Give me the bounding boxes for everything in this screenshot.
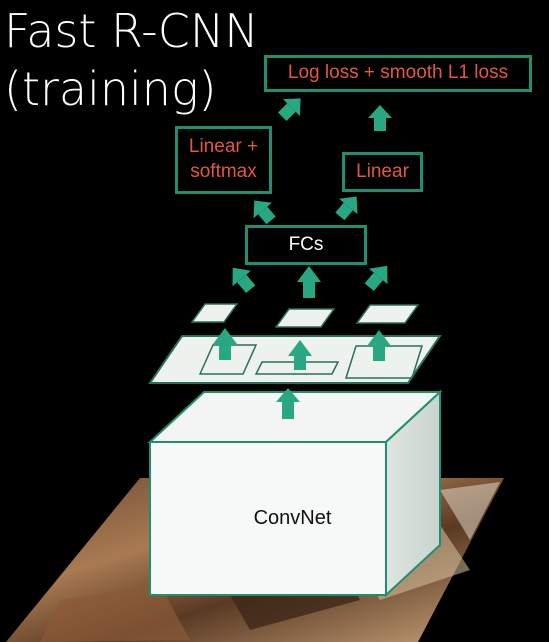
arrow-upleft-icon (253, 200, 276, 225)
arrow-up-icon (282, 402, 294, 419)
regressor-box: Linear (342, 152, 423, 192)
arrow-upleft-icon (232, 267, 256, 294)
arrow-up-icon (288, 340, 312, 356)
convnet-label: ConvNet (253, 507, 332, 529)
classifier-line-2: softmax (190, 161, 257, 182)
loss-box: Log loss + smooth L1 loss (264, 55, 532, 92)
title-line-2: (training) (4, 62, 217, 116)
arrow-up-icon (297, 266, 321, 282)
arrow-up-icon (219, 344, 231, 360)
pooled-feature-2 (274, 308, 336, 328)
arrow-upright-icon (364, 265, 388, 292)
classifier-box: Linear + softmax (175, 126, 272, 194)
arrow-up-icon (367, 330, 391, 346)
arrow-up-icon (368, 105, 392, 131)
roi-1 (198, 344, 258, 375)
convnet-block (147, 389, 443, 598)
arrow-up-icon (276, 388, 300, 402)
arrow-upright-icon (277, 98, 301, 122)
pooled-feature-1 (190, 303, 239, 323)
arrow-upright-icon (335, 196, 358, 221)
arrow-up-icon (213, 328, 237, 344)
arrow-up-icon (294, 356, 306, 370)
arrow-up-icon (373, 346, 385, 361)
title-line-1: Fast R-CNN (4, 4, 259, 58)
roi-3 (344, 345, 424, 379)
fcs-box: FCs (245, 225, 367, 265)
arrow-up-icon (303, 282, 315, 298)
arrows (213, 266, 391, 419)
roi-2 (254, 361, 340, 375)
classifier-line-1: Linear + (188, 136, 259, 158)
pooled-feature-3 (355, 304, 420, 324)
roi-pool-features (190, 303, 420, 328)
